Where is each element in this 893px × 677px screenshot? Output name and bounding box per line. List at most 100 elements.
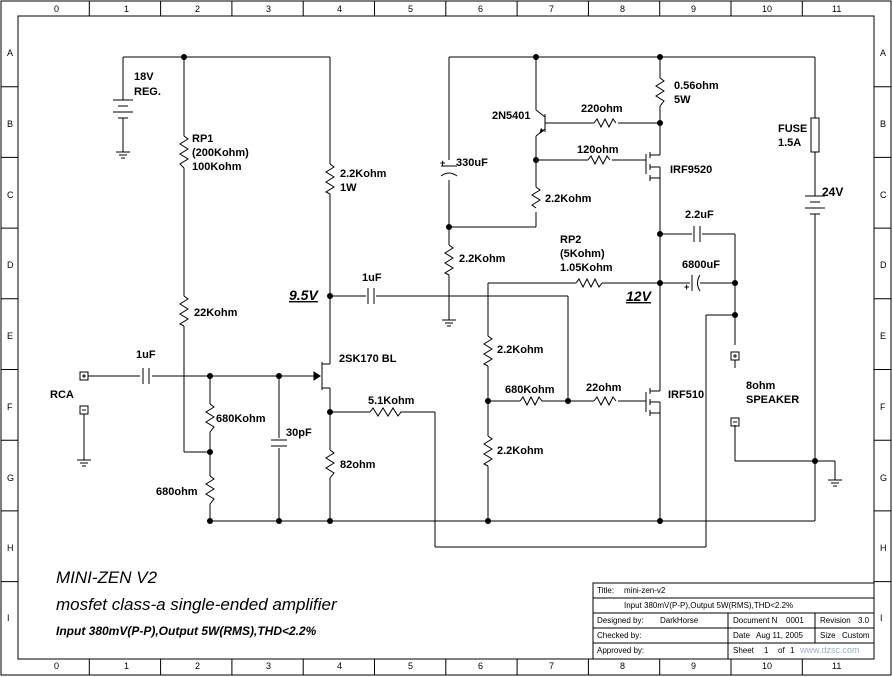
label-24v: 24V [822, 185, 843, 199]
label-irf9520: IRF9520 [670, 164, 712, 176]
label-irf510: IRF510 [668, 389, 704, 401]
tb-revision-value: 3.0 [858, 616, 870, 625]
label-056: 0.56ohm [674, 80, 719, 92]
label-rp2-value: 1.05Kohm [560, 262, 613, 274]
label-22k: 22Kohm [194, 307, 238, 319]
resistor-22k [178, 295, 189, 327]
col-label: 9 [691, 4, 696, 14]
label-2k2-e: 2.2Kohm [497, 344, 544, 356]
resistor-82ohm [325, 449, 335, 479]
col-label: 7 [549, 661, 554, 671]
capacitor-2u2 [693, 226, 701, 242]
col-label: 6 [478, 4, 483, 14]
label-rp1-range: (200Kohm) [192, 147, 249, 159]
col-label: 8 [620, 4, 625, 14]
tb-date-value: Aug 11, 2005 [756, 631, 804, 640]
row-label: C [880, 190, 887, 200]
notes: MINI-ZEN V2 mosfet class-a single-ended … [56, 568, 338, 638]
resistor-2k2-g [482, 435, 493, 467]
label-2k2-d: 2.2Kohm [459, 253, 506, 265]
col-label: 11 [832, 4, 841, 14]
tb-title-value: mini-zen-v2 [624, 586, 666, 595]
col-label: 3 [266, 661, 271, 671]
resistor-680k-left [205, 403, 215, 433]
row-label: I [7, 613, 10, 623]
resistor-680ohm [205, 475, 215, 505]
row-label: C [7, 190, 14, 200]
label-6800uf: 6800uF [682, 259, 720, 271]
col-label: 0 [54, 661, 59, 671]
label-reg: REG. [134, 86, 161, 98]
label-220: 220ohm [581, 103, 623, 115]
label-2k2-c: 2.2Kohm [545, 193, 592, 205]
label-speaker: SPEAKER [746, 394, 799, 406]
label-5w: 5W [674, 94, 691, 106]
col-label: 10 [762, 4, 772, 14]
tb-docno-value: 0001 [786, 616, 804, 625]
col-label: 8 [620, 661, 625, 671]
label-330uf: 330uF [456, 157, 488, 169]
col-label: 9 [691, 661, 696, 671]
capacitor-330uf: + [440, 158, 458, 177]
label-18v: 18V [134, 71, 154, 83]
col-label: 4 [337, 661, 342, 671]
col-label: 0 [54, 4, 59, 14]
resistor-rp1 [179, 135, 189, 169]
label-fuse-rating: 1.5A [778, 137, 801, 149]
row-label: E [880, 331, 886, 341]
rca-connector [79, 371, 89, 415]
resistor-056 [655, 77, 665, 107]
col-label: 1 [124, 4, 129, 14]
component-labels: 18V REG. RP1 (200Kohm) 100Kohm 22Kohm 68… [50, 71, 843, 498]
frame-column-labels-top: 0 1 2 3 4 5 6 7 8 9 10 11 [54, 4, 841, 14]
tb-size-value: Custom [842, 631, 870, 640]
tb-docno-label: Document N [733, 616, 778, 625]
capacitor-1uf-mid [367, 288, 375, 304]
label-5k1: 5.1Kohm [368, 395, 415, 407]
supply-24v-symbol [805, 195, 825, 215]
resistor-680k-f [519, 395, 545, 407]
tb-sheet-label: Sheet [733, 646, 755, 655]
col-label: 7 [549, 4, 554, 14]
svg-text:+: + [440, 158, 445, 168]
resistor-2k2-e [482, 335, 493, 367]
capacitor-input [142, 368, 150, 384]
label-680k-f: 680Kohm [505, 384, 555, 396]
tb-description: Input 380mV(P-P),Output 5W(RMS),THD<2.2% [624, 601, 793, 610]
mosfet-irf510 [645, 366, 661, 416]
row-label: H [880, 543, 887, 553]
fuse-symbol [810, 117, 820, 153]
tb-designed-value: DarkHorse [660, 616, 699, 625]
label-node-12v: 12V [626, 288, 653, 304]
resistor-2k2-d [443, 244, 454, 276]
row-label: A [7, 48, 13, 58]
tb-approved-label: Approved by: [597, 646, 644, 655]
label-8ohm: 8ohm [746, 380, 776, 392]
row-label: H [7, 543, 14, 553]
row-label: F [880, 402, 886, 412]
col-label: 6 [478, 661, 483, 671]
col-label: 2 [195, 4, 200, 14]
label-rp2-range: (5Kohm) [560, 248, 605, 260]
frame-row-labels-left: A B C D E F G H I [7, 48, 14, 623]
title-block: Title: mini-zen-v2 Input 380mV(P-P),Outp… [592, 582, 875, 660]
watermark: www.dzsc.com [799, 645, 860, 655]
notes-spec: Input 380mV(P-P),Output 5W(RMS),THD<2.2% [56, 624, 317, 638]
label-rca: RCA [50, 389, 74, 401]
row-label: A [880, 48, 886, 58]
jfet-2sk170 [313, 345, 331, 390]
label-rp1-value: 100Kohm [192, 161, 242, 173]
label-680ohm: 680ohm [156, 486, 198, 498]
row-label: D [880, 260, 887, 270]
row-label: E [7, 331, 13, 341]
label-node-9v5: 9.5V [289, 287, 319, 303]
row-label: I [880, 613, 883, 623]
tb-date-label: Date [733, 631, 750, 640]
ground-symbol [828, 479, 842, 487]
tb-revision-label: Revision [820, 616, 851, 625]
speaker-symbol [730, 351, 740, 427]
label-2k2-g: 2.2Kohm [497, 445, 544, 457]
ground-symbol [442, 319, 456, 327]
label-2n5401: 2N5401 [492, 110, 531, 122]
